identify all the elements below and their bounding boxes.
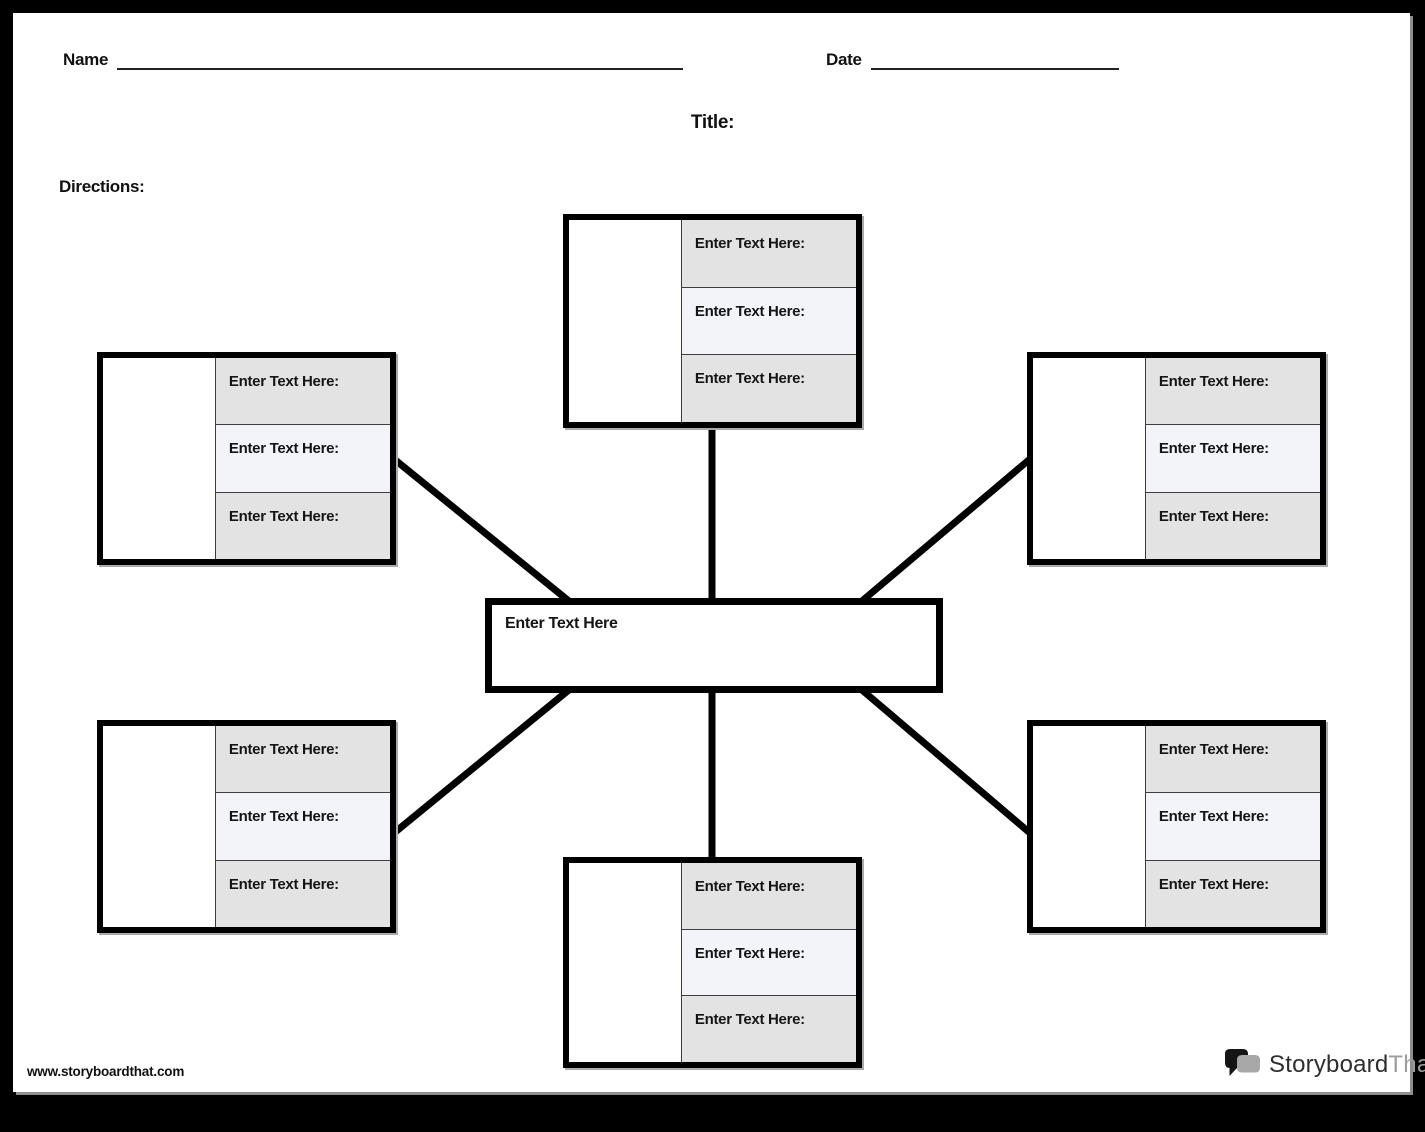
text-row[interactable]: Enter Text Here: <box>681 354 856 423</box>
text-row[interactable]: Enter Text Here: <box>1145 491 1320 559</box>
storyboardthat-logo: StoryboardThat <box>1224 1048 1425 1081</box>
image-cell[interactable] <box>569 863 682 1062</box>
name-input-line[interactable] <box>117 48 684 70</box>
title-label: Title: <box>690 112 735 133</box>
spider-box-top: Enter Text Here: Enter Text Here: Enter … <box>563 214 862 428</box>
text-row[interactable]: Enter Text Here: <box>1145 358 1320 425</box>
text-row[interactable]: Enter Text Here: <box>215 424 390 492</box>
text-rows: Enter Text Here: Enter Text Here: Enter … <box>681 863 856 1063</box>
text-row[interactable]: Enter Text Here: <box>215 792 390 860</box>
text-rows: Enter Text Here: Enter Text Here: Enter … <box>215 726 390 927</box>
text-row[interactable]: Enter Text Here: <box>1145 859 1320 927</box>
connector-right-bottom <box>859 687 1033 836</box>
text-row[interactable]: Enter Text Here: <box>681 928 856 996</box>
date-label: Date <box>826 50 862 69</box>
image-cell[interactable] <box>569 220 682 422</box>
text-row[interactable]: Enter Text Here: <box>215 726 390 793</box>
spider-box-left-bottom: Enter Text Here: Enter Text Here: Enter … <box>97 720 396 933</box>
image-cell[interactable] <box>103 358 216 559</box>
logo-text-storyboard: Storyboard <box>1269 1050 1389 1078</box>
text-row[interactable]: Enter Text Here: <box>215 491 390 559</box>
logo-text-that: That <box>1388 1050 1425 1078</box>
date-field: Date <box>826 48 1119 70</box>
image-cell[interactable] <box>103 726 216 927</box>
center-topic-box[interactable]: Enter Text Here <box>485 598 943 693</box>
name-field: Name <box>63 48 684 70</box>
name-label: Name <box>63 50 109 69</box>
text-row[interactable]: Enter Text Here: <box>681 995 856 1063</box>
directions-label: Directions: <box>59 177 145 196</box>
speech-bubbles-icon <box>1225 1049 1260 1076</box>
connector-right-top <box>859 456 1033 604</box>
footer-url: www.storyboardthat.com <box>27 1064 185 1079</box>
spider-box-right-top: Enter Text Here: Enter Text Here: Enter … <box>1027 352 1326 565</box>
text-row[interactable]: Enter Text Here: <box>1145 424 1320 492</box>
text-row[interactable]: Enter Text Here: <box>681 863 856 929</box>
text-row[interactable]: Enter Text Here: <box>1145 792 1320 860</box>
spider-box-bottom: Enter Text Here: Enter Text Here: Enter … <box>563 857 862 1068</box>
image-cell[interactable] <box>1033 358 1146 559</box>
image-cell[interactable] <box>1033 726 1146 927</box>
text-rows: Enter Text Here: Enter Text Here: Enter … <box>1145 726 1320 927</box>
text-row[interactable]: Enter Text Here: <box>681 220 856 287</box>
spider-box-left-top: Enter Text Here: Enter Text Here: Enter … <box>97 352 396 565</box>
text-rows: Enter Text Here: Enter Text Here: Enter … <box>215 358 390 559</box>
text-row[interactable]: Enter Text Here: <box>1145 726 1320 793</box>
date-input-line[interactable] <box>870 48 1119 70</box>
connector-left-bottom <box>391 686 573 836</box>
text-row[interactable]: Enter Text Here: <box>681 286 856 355</box>
text-rows: Enter Text Here: Enter Text Here: Enter … <box>681 220 856 423</box>
text-rows: Enter Text Here: Enter Text Here: Enter … <box>1145 358 1320 559</box>
text-row[interactable]: Enter Text Here: <box>215 859 390 927</box>
spider-box-right-bottom: Enter Text Here: Enter Text Here: Enter … <box>1027 720 1326 933</box>
logo-text: StoryboardThat <box>1269 1051 1425 1079</box>
text-row[interactable]: Enter Text Here: <box>215 358 390 425</box>
connector-left-top <box>391 456 573 605</box>
